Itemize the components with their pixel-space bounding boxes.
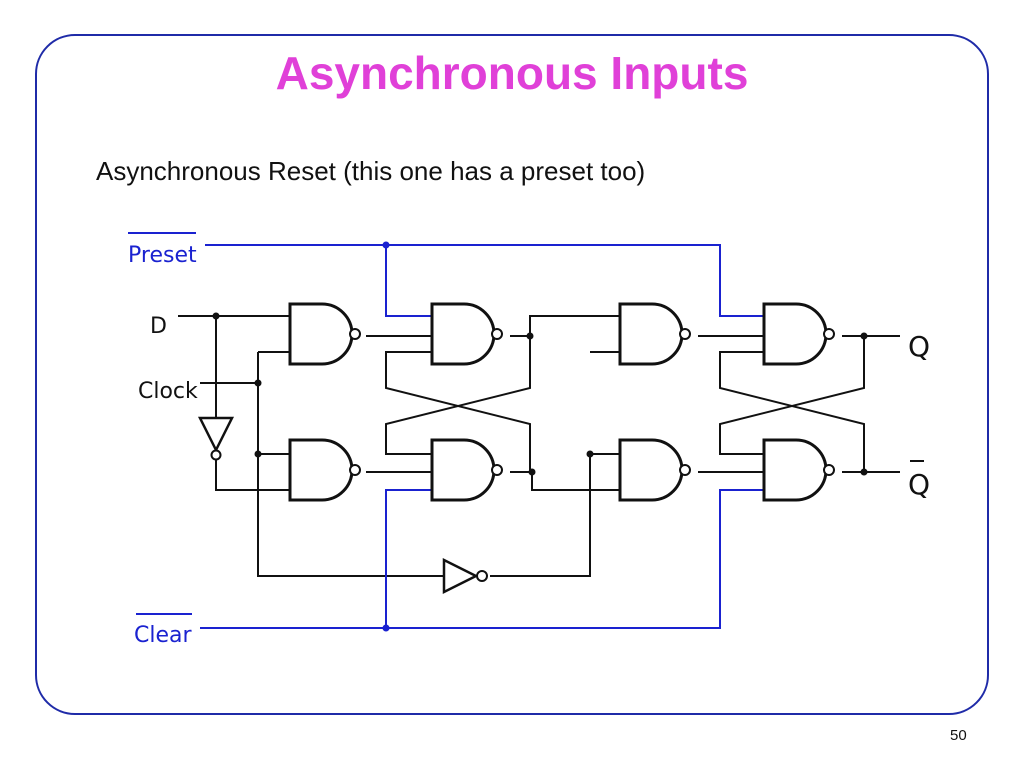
page-number: 50 (950, 727, 967, 744)
q-bar-output-label: Q (908, 468, 930, 501)
junction-dot (382, 241, 390, 249)
d-input-label: D (150, 314, 167, 339)
slide-subtitle: Asynchronous Reset (this one has a prese… (96, 156, 646, 186)
inverter-d (197, 416, 235, 461)
nand-gate-8 (762, 438, 836, 502)
nand-gate-6 (618, 438, 692, 502)
nand-gate-5 (618, 302, 692, 366)
clear-label: Clear (134, 623, 192, 648)
signal-wires (178, 315, 900, 577)
async-wires (200, 244, 764, 629)
junction-dot (860, 468, 868, 476)
inverter-clock (442, 557, 488, 595)
nand-gate-2 (288, 438, 362, 502)
nand-gate-1 (288, 302, 362, 366)
clock-input-label: Clock (138, 379, 198, 404)
junction-dot (254, 450, 262, 458)
nand-gate-7 (762, 302, 836, 366)
nand-gate-4 (430, 438, 504, 502)
junction-dot (382, 624, 390, 632)
slide-title: Asynchronous Inputs (275, 47, 749, 99)
junction-dot (212, 312, 220, 320)
q-output-label: Q (908, 330, 930, 363)
slide-frame (35, 34, 989, 715)
junction-dot (586, 450, 594, 458)
preset-label: Preset (128, 243, 197, 268)
nand-gate-3 (430, 302, 504, 366)
junction-dot (860, 332, 868, 340)
junction-dots (212, 241, 868, 632)
junction-dot (254, 379, 262, 387)
junction-dot (526, 332, 534, 340)
junction-dot (528, 468, 536, 476)
